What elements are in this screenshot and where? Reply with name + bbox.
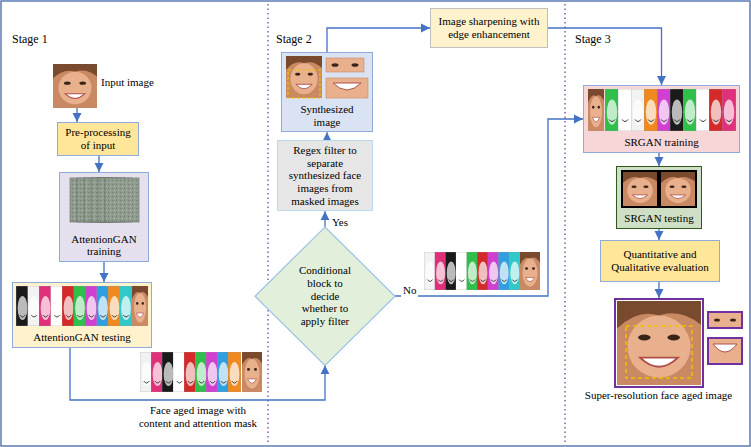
node-text: SRGAN training [624, 136, 698, 149]
edge-label-holder: No [401, 280, 418, 298]
process-box: SRGAN testing [616, 166, 702, 229]
process-box: Pre-processing of input [57, 122, 139, 156]
process-box: Image sharpening with edge enhancement [430, 8, 548, 48]
stage-label: Stage 3 [575, 33, 611, 47]
image-node: Input image [53, 64, 97, 108]
mask-strip [140, 352, 262, 392]
connector [327, 28, 430, 52]
stage-divider [267, 4, 268, 443]
connector [70, 348, 325, 400]
label-holder: Stage 1 [12, 33, 48, 47]
connector [658, 153, 659, 166]
diamond-shape [255, 227, 395, 365]
edge-label-holder: Face aged image with content and attenti… [134, 404, 262, 431]
output-face [617, 301, 742, 385]
decision-diamond: Conditional block to decide whether to a… [255, 227, 395, 365]
test-faces [621, 170, 697, 208]
process-box: Synthesized image [281, 52, 373, 132]
stage-label: Stage 1 [12, 33, 48, 47]
synthesized-crops [286, 56, 368, 98]
process-box: SRGAN training [583, 85, 740, 153]
edge-label-holder: Yes [330, 212, 350, 230]
stage-divider [564, 4, 565, 443]
node-text: Regex filter to separate synthesized fac… [283, 144, 367, 207]
connector [76, 108, 77, 122]
mask-strip [16, 286, 148, 326]
node-text: Pre-processing of input [63, 126, 133, 151]
connector [98, 156, 99, 172]
connector [395, 119, 583, 296]
connector [326, 132, 327, 140]
mask-strip [424, 252, 540, 290]
connector [548, 28, 662, 85]
noise-stack [70, 178, 139, 222]
stage-label: Stage 2 [276, 33, 312, 47]
connector [103, 262, 104, 282]
edge-label: Yes [330, 216, 350, 229]
node-text: Input image [101, 76, 154, 89]
node-text: AttentionGAN testing [33, 331, 130, 344]
mask-strip [588, 89, 736, 131]
process-box: AttentionGAN training [59, 172, 149, 262]
node-text: Quantitative and Qualitative evaluation [606, 248, 714, 273]
node-text: Image sharpening with edge enhancement [436, 15, 542, 40]
connector [324, 211, 325, 227]
label-holder: Stage 2 [276, 33, 312, 47]
process-box: AttentionGAN testing [12, 282, 152, 348]
node-text: SRGAN testing [624, 212, 693, 225]
connector [658, 282, 659, 298]
edge-label: Face aged image with content and attenti… [134, 404, 262, 429]
node-text: Super-resolution face aged image [574, 389, 744, 402]
process-box: Quantitative and Qualitative evaluation [600, 240, 720, 282]
label-holder: Stage 3 [575, 33, 611, 47]
input-face [53, 64, 97, 108]
image-box: Super-resolution face aged image [614, 298, 704, 388]
node-text: Synthesized image [286, 103, 368, 128]
process-box: Regex filter to separate synthesized fac… [277, 140, 373, 211]
node-text: Conditional block to decide whether to a… [294, 264, 356, 327]
node-text: AttentionGAN training [64, 233, 144, 258]
edge-label: No [401, 284, 418, 297]
connector [658, 229, 659, 240]
